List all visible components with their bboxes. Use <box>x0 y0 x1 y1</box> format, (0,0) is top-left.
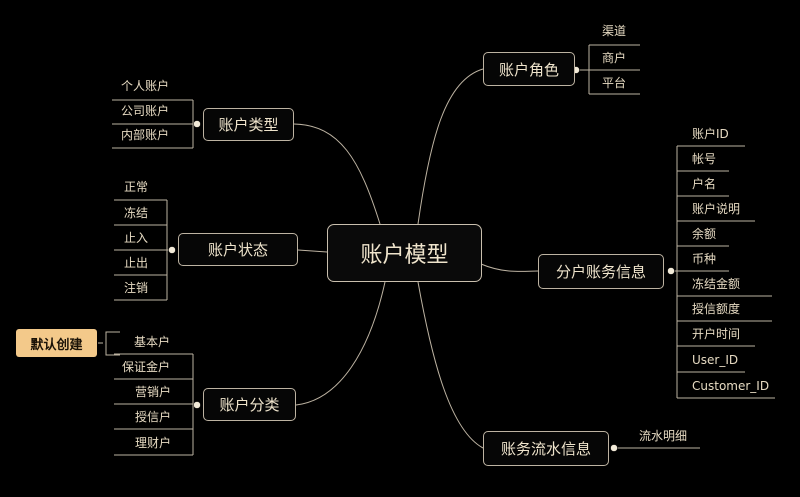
branch-account-category[interactable]: 账户分类 <box>203 388 296 421</box>
leaf-credit-account[interactable]: 授信户 <box>135 410 172 424</box>
connector-root-sub-account <box>480 263 539 272</box>
leaf-company-account[interactable]: 公司账户 <box>121 104 170 118</box>
leaf-platform[interactable]: 平台 <box>602 76 627 90</box>
branch-account-type[interactable]: 账户类型 <box>203 108 294 141</box>
leaf-credit-limit[interactable]: 授信额度 <box>692 302 741 316</box>
connector-dot <box>193 401 201 409</box>
connector-dot <box>168 246 176 254</box>
leaf-open-time[interactable]: 开户时间 <box>692 327 741 341</box>
leaf-flow-details[interactable]: 流水明细 <box>639 429 688 443</box>
connector-root-account-role <box>417 68 484 225</box>
leaf-frozen-amount[interactable]: 冻结金额 <box>692 277 741 291</box>
leaf-basic-account[interactable]: 基本户 <box>134 335 171 349</box>
default-created-tag[interactable]: 默认创建 <box>16 329 97 357</box>
connector-dot <box>610 444 618 452</box>
leaf-normal[interactable]: 正常 <box>124 180 149 194</box>
connector-root-account-category <box>295 281 386 406</box>
connector-dot <box>667 267 675 275</box>
leaf-user-id[interactable]: User_ID <box>692 353 739 367</box>
branch-ledger-flow-info[interactable]: 账务流水信息 <box>483 431 609 466</box>
leaf-stop-in[interactable]: 止入 <box>124 231 149 245</box>
leaf-personal-account[interactable]: 个人账户 <box>121 79 170 93</box>
leaf-account-number[interactable]: 帐号 <box>692 152 717 166</box>
leaf-balance[interactable]: 余额 <box>692 227 717 241</box>
leaf-marketing-account[interactable]: 营销户 <box>135 385 172 399</box>
leaf-merchant[interactable]: 商户 <box>602 51 627 65</box>
leaf-channel[interactable]: 渠道 <box>602 24 627 38</box>
leaf-cancelled[interactable]: 注销 <box>124 281 149 295</box>
branch-sub-account-info[interactable]: 分户账务信息 <box>538 254 664 289</box>
branch-account-status[interactable]: 账户状态 <box>178 233 298 266</box>
leaf-account-name[interactable]: 户名 <box>692 177 717 191</box>
connector-root-account-type <box>293 123 381 225</box>
leaf-frozen[interactable]: 冻结 <box>124 206 149 220</box>
leaf-account-id[interactable]: 账户ID <box>692 127 729 141</box>
connector-root-account-status <box>297 249 328 253</box>
leaf-currency[interactable]: 币种 <box>692 252 717 266</box>
leaf-deposit-account[interactable]: 保证金户 <box>122 360 171 374</box>
branch-account-role[interactable]: 账户角色 <box>483 52 575 86</box>
leaf-account-description[interactable]: 账户说明 <box>692 202 741 216</box>
leaf-customer-id[interactable]: Customer_ID <box>692 379 770 393</box>
root-node[interactable]: 账户模型 <box>327 224 482 282</box>
connector-dot <box>193 120 201 128</box>
connector-root-ledger-flow <box>417 281 484 449</box>
leaf-wealth-account[interactable]: 理财户 <box>135 436 172 450</box>
leaf-internal-account[interactable]: 内部账户 <box>121 128 170 142</box>
leaf-stop-out[interactable]: 止出 <box>124 256 149 270</box>
